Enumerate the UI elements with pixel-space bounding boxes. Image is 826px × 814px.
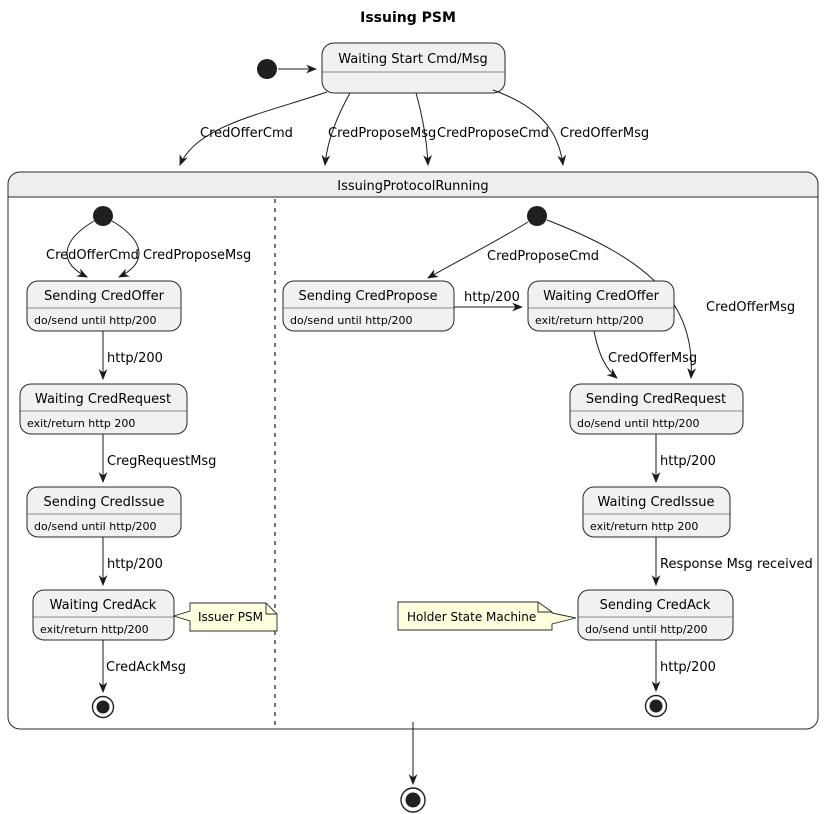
label-left-credproposemsg: CredProposeMsg <box>143 248 251 263</box>
state-sending-credack-title: Sending CredAck <box>600 598 711 613</box>
transition-credoffercmd <box>179 91 328 167</box>
state-waiting-credrequest-activity: exit/return http 200 <box>27 417 135 430</box>
state-waiting-start: Waiting Start Cmd/Msg <box>321 42 506 94</box>
state-sending-credrequest-title: Sending CredRequest <box>586 392 726 407</box>
note-issuer-psm-text: Issuer PSM <box>198 610 263 624</box>
state-waiting-credack: Waiting CredAck exit/return http/200 <box>32 589 175 641</box>
state-sending-credpropose-activity: do/send until http/200 <box>290 314 413 327</box>
state-waiting-credoffer-activity: exit/return http/200 <box>535 314 644 327</box>
initial-state-dot-left <box>93 206 113 226</box>
label-top-credoffermsg: CredOfferMsg <box>560 126 649 141</box>
initial-state-dot-top <box>257 59 277 79</box>
state-sending-credpropose: Sending CredPropose do/send until http/2… <box>282 280 455 332</box>
transition-credproposemsg <box>321 92 351 167</box>
initial-state-dot-right <box>527 206 547 226</box>
state-waiting-start-title: Waiting Start Cmd/Msg <box>338 52 487 67</box>
label-right-http200-a: http/200 <box>464 290 520 305</box>
label-right-credoffermsg-inner: CredOfferMsg <box>608 351 697 366</box>
note-holder-text: Holder State Machine <box>407 610 536 624</box>
state-sending-credrequest-activity: do/send until http/200 <box>577 417 700 430</box>
state-waiting-credissue-title: Waiting CredIssue <box>598 495 715 510</box>
label-left-credoffercmd: CredOfferCmd <box>46 248 139 263</box>
label-left-http200-a: http/200 <box>107 351 163 366</box>
state-sending-credoffer-activity: do/send until http/200 <box>34 314 157 327</box>
state-sending-credoffer-title: Sending CredOffer <box>44 289 165 304</box>
state-sending-credrequest: Sending CredRequest do/send until http/2… <box>569 383 744 435</box>
state-waiting-credoffer-title: Waiting CredOffer <box>543 289 660 304</box>
note-fold-corner <box>537 602 552 613</box>
label-right-credoffermsg-outer: CredOfferMsg <box>706 300 795 315</box>
composite-state-title: IssuingProtocolRunning <box>337 179 488 194</box>
state-sending-credack: Sending CredAck do/send until http/200 <box>577 589 734 641</box>
state-waiting-credack-title: Waiting CredAck <box>50 598 157 613</box>
label-top-credoffercmd: CredOfferCmd <box>200 126 293 141</box>
label-left-http200-b: http/200 <box>107 557 163 572</box>
state-waiting-credrequest: Waiting CredRequest exit/return http 200 <box>19 383 188 435</box>
diagram-title: Issuing PSM <box>360 10 456 26</box>
composite-state-issuing-protocol-running: IssuingProtocolRunning <box>7 171 819 730</box>
state-waiting-credrequest-title: Waiting CredRequest <box>35 392 171 407</box>
label-right-response-received: Response Msg received <box>660 557 813 572</box>
label-top-credproposemsg: CredProposeMsg <box>328 126 436 141</box>
label-top-credproposecmd: CredProposeCmd <box>437 126 549 141</box>
label-right-credproposecmd: CredProposeCmd <box>487 249 599 264</box>
label-right-http200-c: http/200 <box>660 660 716 675</box>
final-state-right <box>644 694 668 718</box>
note-fold-corner <box>265 603 277 615</box>
state-waiting-credack-activity: exit/return http/200 <box>40 623 149 636</box>
state-waiting-credissue-activity: exit/return http 200 <box>590 520 698 533</box>
state-sending-credissue-activity: do/send until http/200 <box>34 520 157 533</box>
state-sending-credoffer: Sending CredOffer do/send until http/200 <box>26 280 182 332</box>
transition-right-init-credproposecmd <box>427 221 529 279</box>
note-holder-state-machine: Holder State Machine <box>397 601 577 631</box>
transition-credproposecmd <box>415 92 432 167</box>
transition-waitingcredoffer-to-credrequest <box>593 330 618 379</box>
state-waiting-credissue: Waiting CredIssue exit/return http 200 <box>582 486 731 538</box>
label-right-http200-b: http/200 <box>660 454 716 469</box>
state-sending-credissue: Sending CredIssue do/send until http/200 <box>26 486 182 538</box>
transition-left-init-credoffercmd <box>66 220 95 278</box>
state-waiting-credoffer: Waiting CredOffer exit/return http/200 <box>527 280 675 332</box>
label-left-cregrequestmsg: CregRequestMsg <box>107 454 216 469</box>
transition-credoffermsg <box>492 89 567 167</box>
state-sending-credissue-title: Sending CredIssue <box>44 495 165 510</box>
note-issuer-psm: Issuer PSM <box>172 602 278 632</box>
state-sending-credack-activity: do/send until http/200 <box>585 623 708 636</box>
final-state-bottom <box>400 787 426 813</box>
final-state-left <box>91 695 115 719</box>
label-left-credackmsg: CredAckMsg <box>106 660 186 675</box>
state-sending-credpropose-title: Sending CredPropose <box>299 289 438 304</box>
transition-left-init-credproposemsg <box>111 220 140 278</box>
